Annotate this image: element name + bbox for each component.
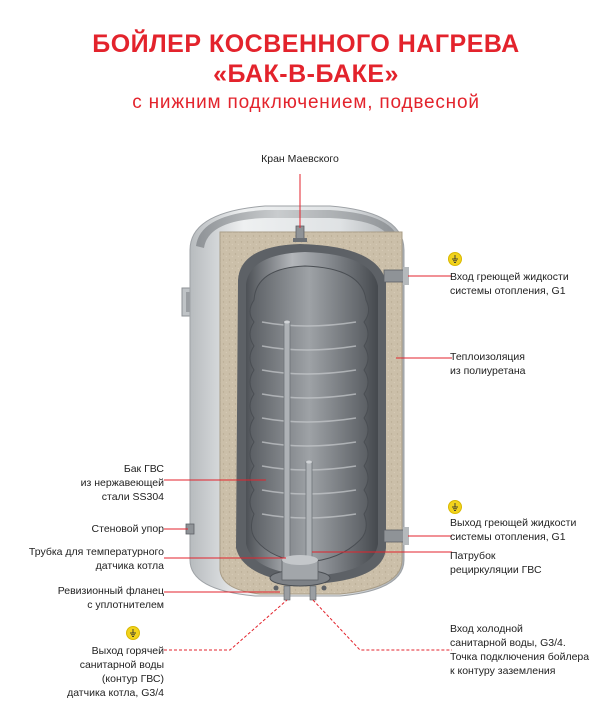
label-wall-stop: Стеновой упор bbox=[91, 523, 164, 535]
label-dhw-tank: Бак ГВС из нержавеющей стали SS304 bbox=[80, 463, 164, 503]
leader-lines bbox=[164, 174, 452, 651]
title-line-2: «БАК-В-БАКЕ» bbox=[213, 60, 399, 88]
sensor-tube bbox=[283, 320, 291, 559]
label-hot-outlet: Выход горячей санитарной воды (контур ГВ… bbox=[67, 645, 164, 699]
label-flange: Ревизионный фланец с уплотнителем bbox=[57, 585, 164, 611]
ground-symbol-icon bbox=[126, 626, 140, 640]
label-heating-inlet: Вход греющей жидкости системы отопления,… bbox=[450, 271, 569, 297]
heating-inlet-pipe bbox=[383, 267, 409, 285]
label-insulation: Теплоизоляция из полиуретана bbox=[450, 351, 526, 377]
ground-symbol-icon bbox=[448, 500, 462, 514]
label-heating-outlet: Выход греющей жидкости системы отопления… bbox=[450, 517, 577, 543]
label-cold-inlet: Вход холодной санитарной воды, G3/4. Точ… bbox=[450, 623, 590, 677]
label-recirculation: Патрубок рециркуляции ГВС bbox=[450, 550, 542, 576]
label-sensor-tube: Трубка для температурного датчика котла bbox=[28, 546, 164, 572]
revision-flange bbox=[269, 555, 331, 601]
inner-tank bbox=[236, 244, 386, 584]
leader-hot-outlet bbox=[164, 599, 288, 651]
label-air-valve: Кран Маевского bbox=[261, 153, 339, 165]
recirculation-tube bbox=[305, 460, 313, 559]
ground-symbol-icon bbox=[448, 252, 462, 266]
subtitle: с нижним подключением, подвесной bbox=[132, 92, 480, 113]
heating-outlet-pipe bbox=[383, 527, 409, 545]
leader-cold-inlet bbox=[312, 599, 452, 651]
title-line-1: БОЙЛЕР КОСВЕННОГО НАГРЕВА bbox=[92, 30, 520, 58]
